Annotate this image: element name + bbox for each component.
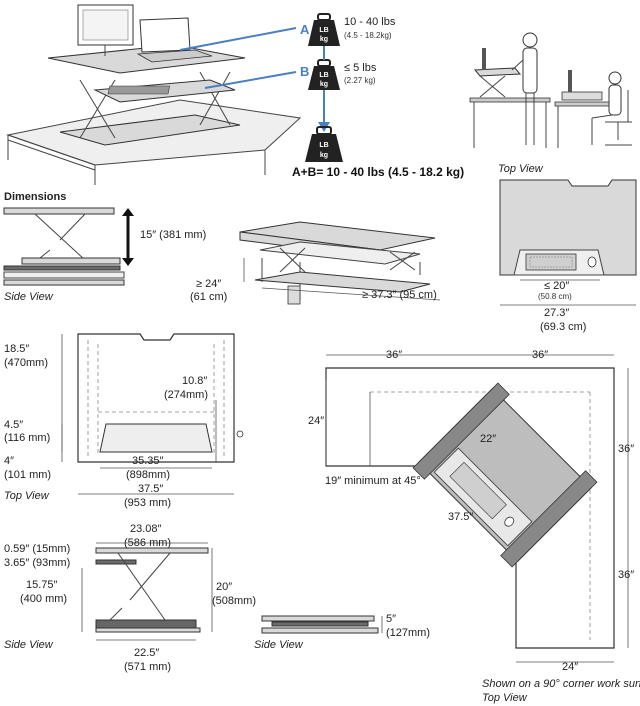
svg-text:LB: LB: [319, 142, 328, 149]
depth-min-label: ≥ 24″: [196, 278, 221, 290]
corner-bottom-label: 24″: [562, 661, 578, 673]
overall-width-metric: (953 mm): [124, 497, 171, 509]
weight-b-icon: LB kg: [308, 59, 340, 90]
tray-height-metric: (400 mm): [20, 593, 67, 605]
callout-a-arrow: [179, 27, 297, 51]
corner-top-view: [325, 367, 615, 649]
weight-b-range: ≤ 5 lbs: [344, 62, 377, 74]
riser-base: [59, 114, 241, 146]
thickness-label: 0.59″ (15mm): [4, 543, 70, 555]
weight-a-icon: LB kg: [308, 13, 340, 46]
overall-width-label: 37.5″: [138, 483, 163, 495]
sitting-person-icon: [608, 71, 622, 85]
weight-total: A+B= 10 - 40 lbs (4.5 - 18.2 kg): [292, 165, 464, 179]
weight-a-range-metric: (4.5 - 18.2kg): [344, 31, 392, 40]
max-height-label: 20″: [216, 581, 232, 593]
surface-depth-metric: (586 mm): [124, 537, 171, 549]
mouse-icon: [587, 256, 597, 268]
weight-b-range-metric: (2.27 kg): [344, 76, 376, 85]
collapsed-height-metric: (127mm): [386, 627, 430, 639]
top-inner-label: 10.8″: [182, 375, 207, 387]
side-view-caption-2: Side View: [4, 639, 54, 651]
tray-drop-label: 3.65″ (93mm): [4, 557, 70, 569]
top-view-caption-2: Top View: [4, 490, 50, 502]
tray-cutout: [99, 423, 213, 453]
collapsed-height-label: 5″: [386, 613, 396, 625]
corner-depth-top-label: 24″: [308, 415, 324, 427]
keyboard-depth-metric: (50.8 cm): [538, 292, 572, 301]
surface-depth-label: 23.08″: [130, 523, 162, 535]
corner-min-label: 19″ minimum at 45°: [325, 475, 421, 487]
worksurface-depth-metric: (69.3 cm): [540, 321, 586, 333]
base-depth-label: 22.5″: [134, 647, 159, 659]
worksurface-depth-label: 27.3″: [544, 307, 569, 319]
depth-min-metric: (61 cm): [190, 291, 227, 303]
lift-height-arrow: [122, 208, 134, 266]
top-view-large: [77, 333, 244, 463]
top-inner-metric: (274mm): [164, 389, 208, 401]
corner-side-a-label: 36″: [618, 443, 634, 455]
max-height-metric: (508mm): [212, 595, 256, 607]
dimensions-heading: Dimensions: [4, 191, 66, 203]
keyboard-depth-label: ≤ 20″: [544, 280, 569, 292]
top-view-caption-3: Top View: [482, 692, 528, 704]
svg-text:kg: kg: [320, 152, 328, 159]
side-view-collapsed: [261, 615, 379, 634]
width-min-label: ≥ 37.3″ (95 cm): [362, 289, 437, 301]
side-view-detail: [95, 547, 209, 633]
top-view-caption-1: Top View: [498, 163, 544, 175]
tray-offset-metric: (101 mm): [4, 469, 51, 481]
svg-text:kg: kg: [320, 36, 328, 43]
top-view-small: [499, 179, 637, 276]
corner-side-b-label: 36″: [618, 569, 634, 581]
isometric-view: [239, 221, 436, 305]
laptop-icon: [139, 17, 191, 53]
base-depth-metric: (571 mm): [124, 661, 171, 673]
tray-offset-label: 4″: [4, 455, 14, 467]
posture-illustration: [469, 32, 632, 148]
top-depth-metric: (470mm): [4, 357, 48, 369]
side-view-raised: [3, 207, 125, 286]
callout-a-label: A: [300, 22, 310, 37]
weight-a-range: 10 - 40 lbs: [344, 16, 396, 28]
top-depth-label: 18.5″: [4, 343, 29, 355]
callout-b-label: B: [300, 64, 309, 79]
callout-b-arrow: [204, 71, 297, 89]
keyboard-icon: [525, 253, 577, 271]
corner-width-left-label: 36″: [386, 349, 402, 361]
standing-person-icon: [522, 32, 538, 48]
side-view-caption-1: Side View: [4, 291, 54, 303]
tray-width-label: 35.35″: [132, 455, 164, 467]
corner-diag-label: 22″: [480, 433, 496, 445]
svg-text:LB: LB: [319, 72, 328, 79]
corner-unit-label: 37.5″: [448, 511, 473, 523]
corner-riser-unit: [412, 382, 598, 568]
tray-width-metric: (898mm): [126, 469, 170, 481]
hero-desk-illustration: [6, 4, 302, 185]
side-view-caption-3: Side View: [254, 639, 304, 651]
svg-text:kg: kg: [320, 81, 328, 88]
tray-depth-label: 4.5″: [4, 419, 23, 431]
corner-note: Shown on a 90° corner work surface.: [482, 678, 640, 690]
weight-total-icon: LB kg: [305, 126, 343, 162]
lift-height-label: 15″ (381 mm): [140, 229, 206, 241]
tray-height-label: 15.75″: [26, 579, 58, 591]
svg-text:LB: LB: [319, 27, 328, 34]
corner-width-right-label: 36″: [532, 349, 548, 361]
tray-depth-metric: (116 mm): [4, 432, 50, 444]
